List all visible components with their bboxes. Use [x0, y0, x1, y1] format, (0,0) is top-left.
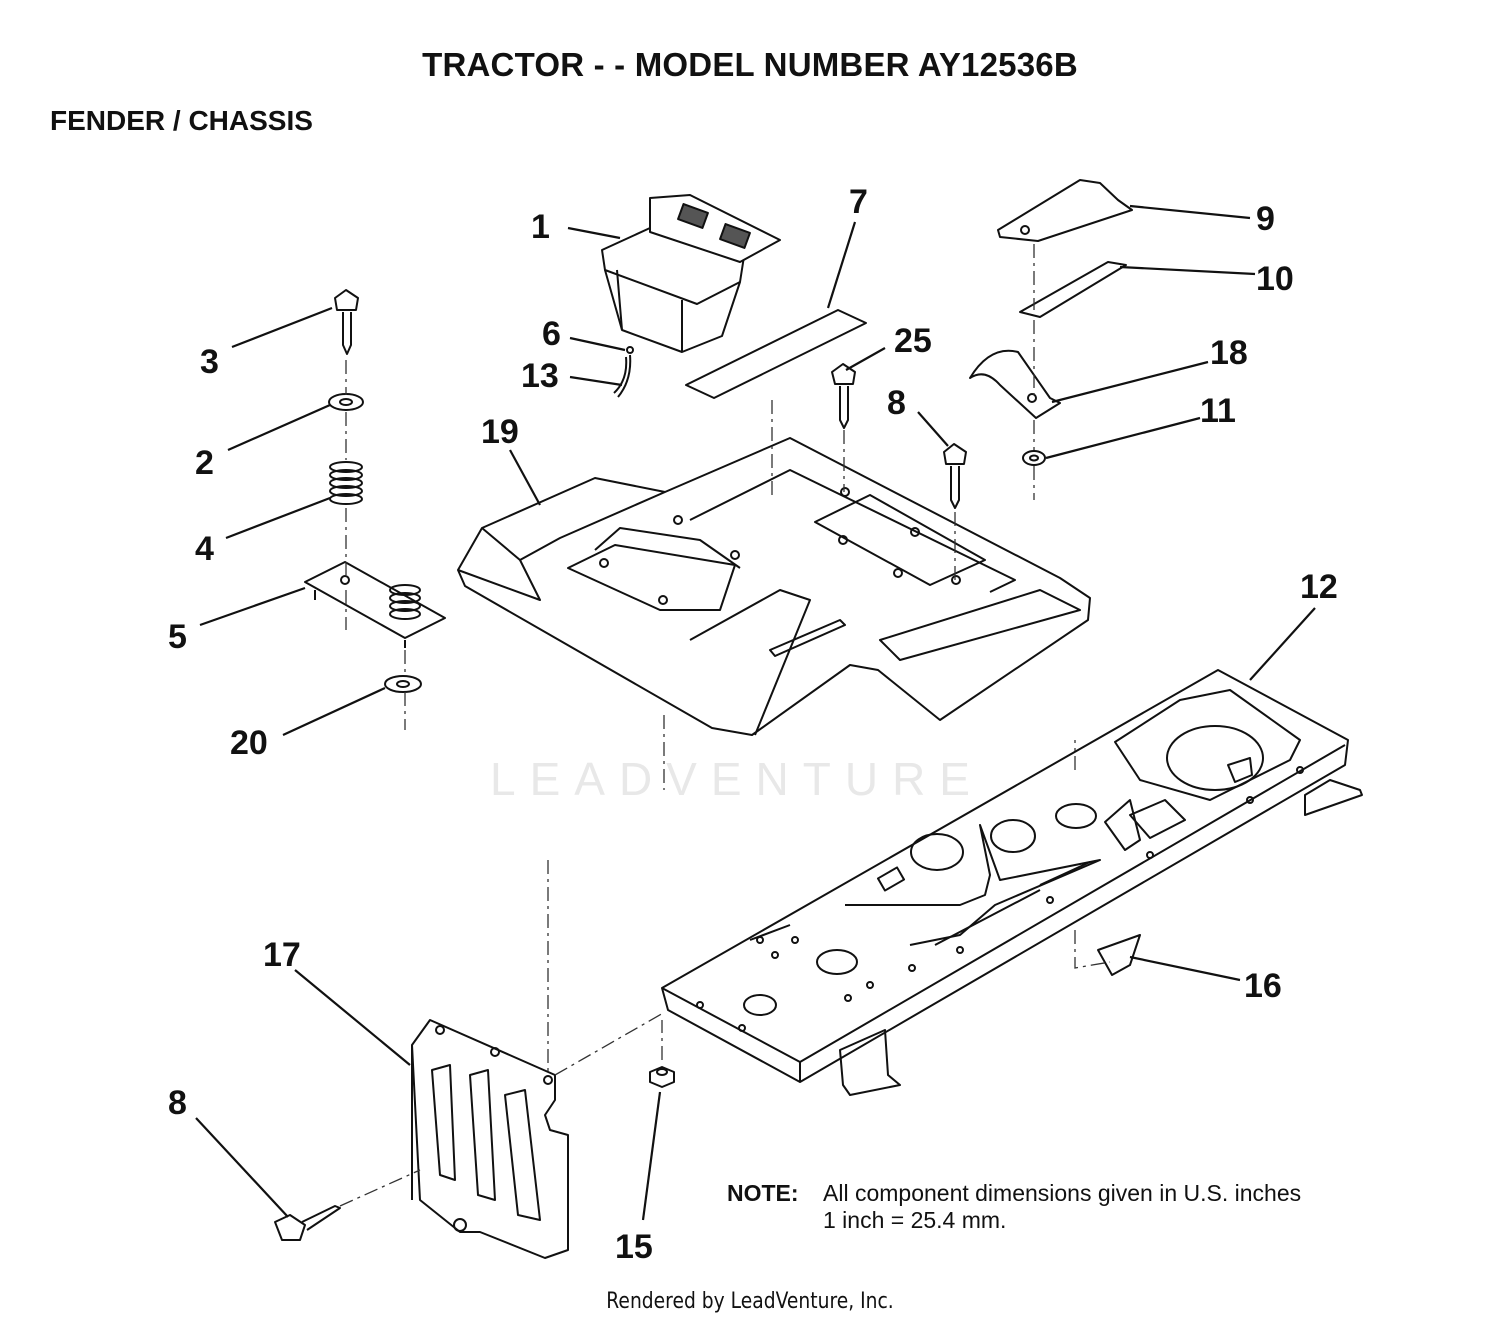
dimension-note: NOTE: All component dimensions given in U… [727, 1180, 1301, 1234]
callout-label: 1 [531, 208, 550, 246]
note-line-1: All component dimensions given in U.S. i… [823, 1180, 1302, 1206]
part-bolt-8-upper [943, 443, 967, 509]
part-nut-15 [649, 1066, 675, 1088]
part-cover-plate [997, 179, 1133, 242]
part-decal [685, 309, 867, 399]
part-clip [1097, 934, 1141, 976]
callout-label: 20 [230, 724, 268, 762]
callout-label: 2 [195, 444, 214, 482]
part-chassis-frame [661, 669, 1363, 1096]
callout-label: 10 [1256, 260, 1294, 298]
part-mounting-plate [411, 1019, 569, 1259]
callout-label: 4 [195, 530, 214, 568]
callout-label: 18 [1210, 334, 1248, 372]
part-nut-11 [1022, 450, 1046, 466]
part-bolt-3 [334, 289, 359, 355]
part-washer-20 [384, 675, 422, 693]
callout-label: 7 [849, 183, 868, 221]
page-title: TRACTOR - - MODEL NUMBER AY12536B [422, 46, 1078, 83]
part-bolt-25 [831, 363, 856, 429]
callout-label: 12 [1300, 568, 1338, 606]
part-washer-2 [328, 393, 364, 411]
callout-label: 13 [521, 357, 559, 395]
callout-label: 11 [1200, 392, 1236, 430]
callout-label: 8 [887, 384, 906, 422]
part-battery-box [601, 194, 781, 353]
note-label: NOTE: [727, 1180, 799, 1206]
callout-label: 3 [200, 343, 219, 381]
part-pin-and-tube [613, 346, 634, 398]
callout-label: 19 [481, 413, 519, 451]
footer-credit: Rendered by LeadVenture, Inc. [606, 1289, 894, 1314]
note-line-2: 1 inch = 25.4 mm. [823, 1207, 1007, 1233]
watermark-text: LEADVENTURE [490, 753, 984, 805]
part-bolt-8-lower [274, 1205, 341, 1241]
callout-label: 15 [615, 1228, 653, 1266]
callout-label: 25 [894, 322, 932, 360]
part-shim [1019, 261, 1127, 318]
part-fender [457, 437, 1091, 736]
note-body: All component dimensions given in U.S. i… [823, 1180, 1301, 1234]
part-bracket [969, 349, 1061, 419]
callout-label: 17 [263, 936, 301, 974]
callout-label: 16 [1244, 967, 1282, 1005]
part-spring-4 [329, 461, 363, 505]
part-spring-plate [304, 561, 446, 648]
callout-label: 6 [542, 315, 561, 353]
section-subtitle: FENDER / CHASSIS [50, 105, 313, 136]
callout-label: 9 [1256, 200, 1275, 238]
callout-label: 8 [168, 1084, 187, 1122]
callout-label: 5 [168, 618, 187, 656]
